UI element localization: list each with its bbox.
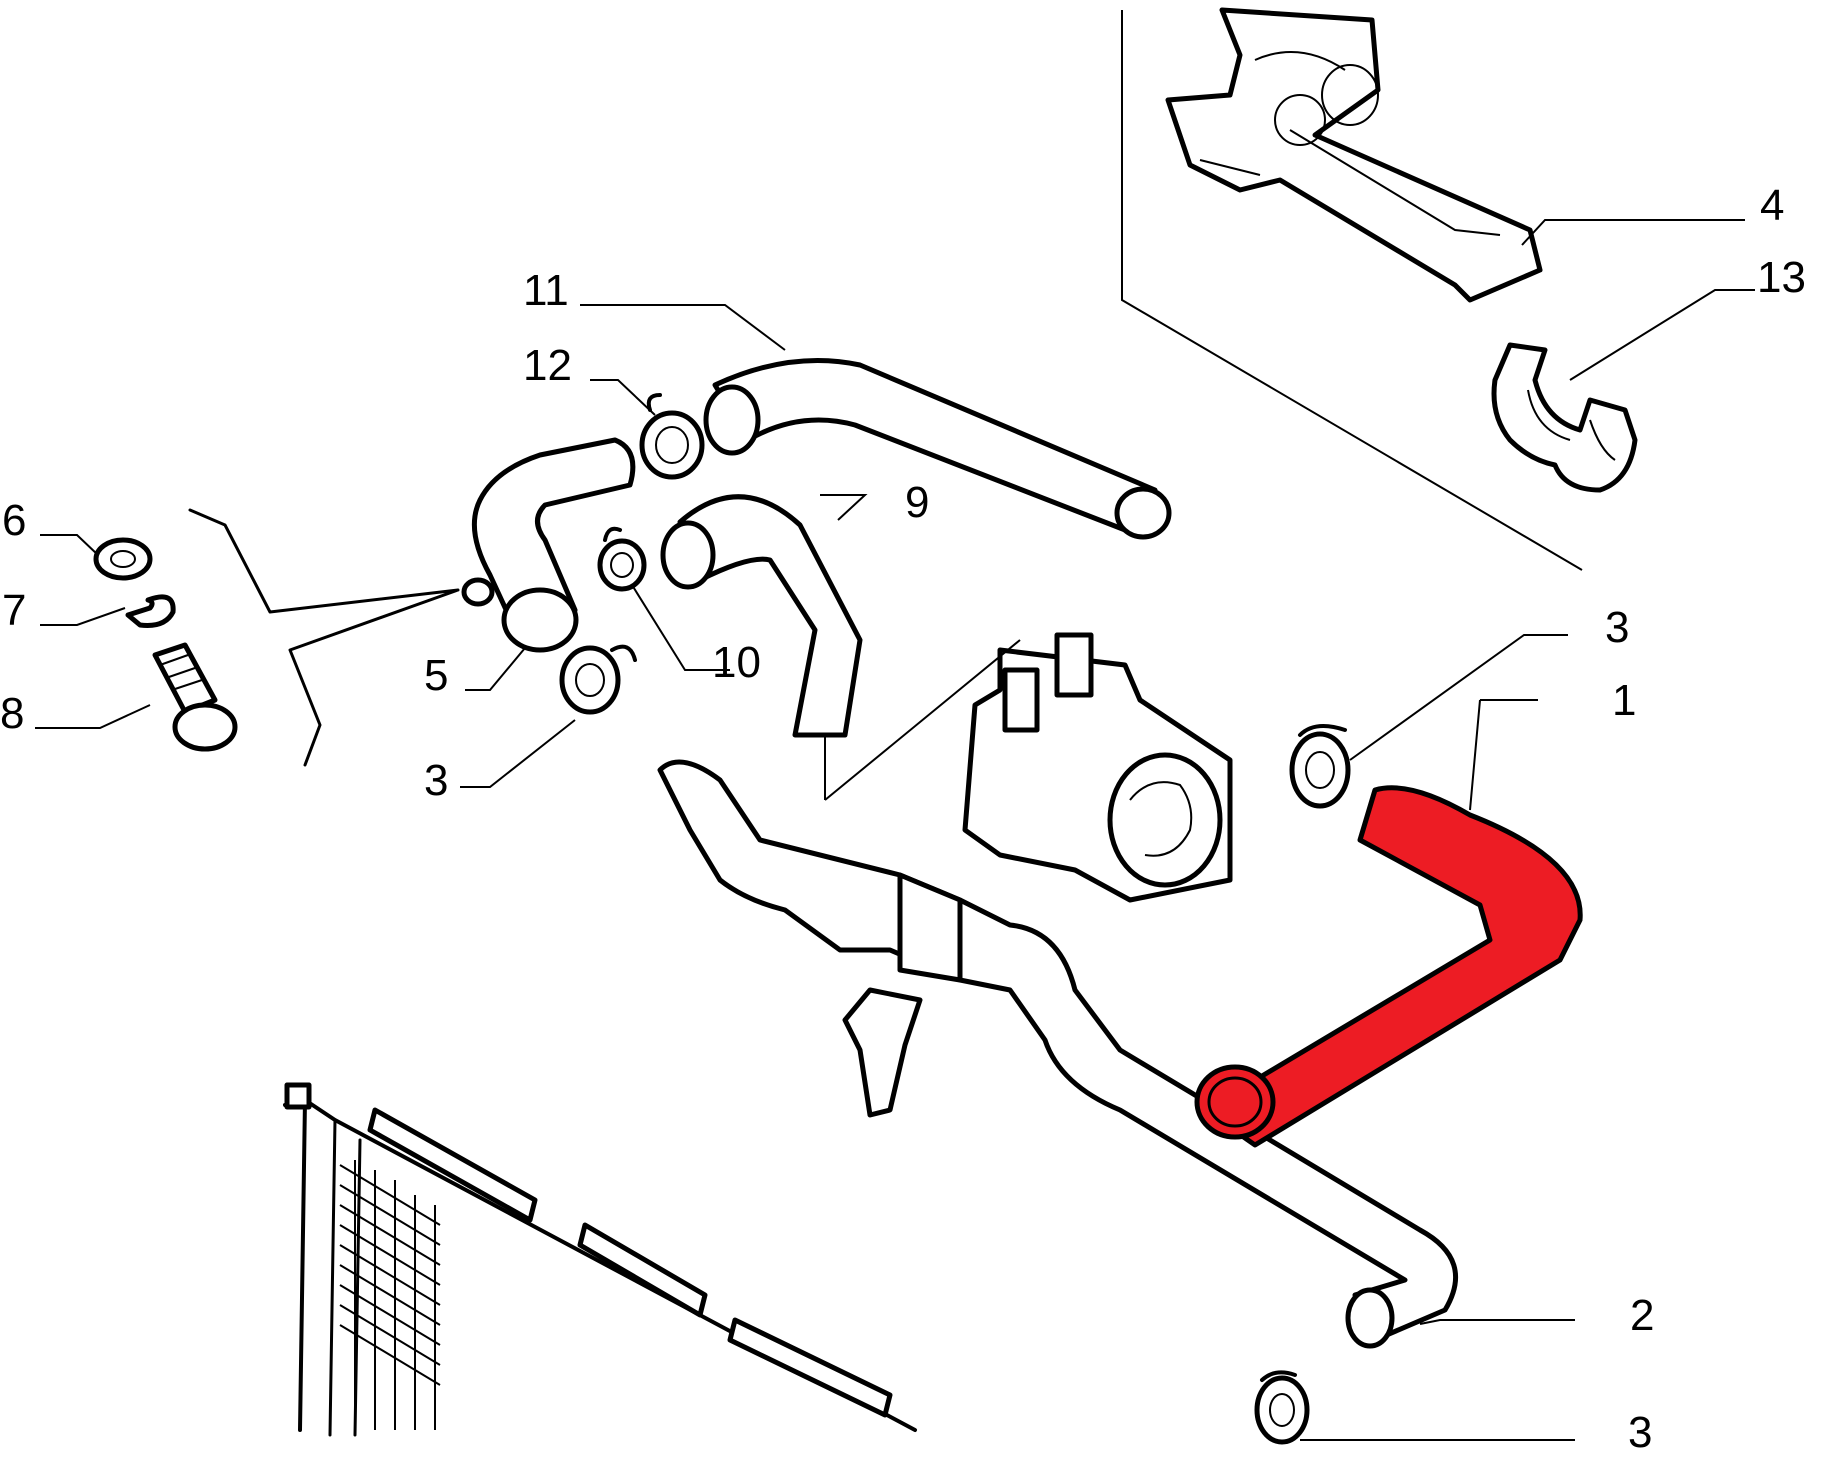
label-3-bottom: 3 (1628, 1408, 1652, 1457)
part-6-washer[interactable] (93, 537, 153, 581)
label-10: 10 (712, 638, 761, 687)
label-1: 1 (1612, 676, 1636, 725)
part-11-hose[interactable] (703, 358, 1172, 540)
leader-lines (35, 219, 1755, 1441)
part-9-hose[interactable] (660, 494, 863, 800)
label-5: 5 (424, 651, 448, 700)
part-1-end-inner (1207, 1076, 1263, 1128)
part-2-hose[interactable] (657, 759, 1459, 1349)
callout-labels: 1 2 3 3 3 4 5 6 7 8 9 10 11 12 13 (0, 181, 1806, 1457)
part-10-clamp[interactable] (597, 526, 647, 592)
label-9: 9 (905, 478, 929, 527)
label-2: 2 (1630, 1291, 1654, 1340)
part-1-body[interactable] (1202, 785, 1583, 1148)
part-3-clamp-bottom[interactable] (1254, 1370, 1310, 1445)
label-13: 13 (1757, 253, 1806, 302)
part-3-clamp-left[interactable] (559, 644, 637, 715)
label-12: 12 (523, 341, 572, 390)
label-11: 11 (523, 266, 569, 315)
part-3-clamp-upper-right[interactable] (1289, 724, 1351, 809)
label-6: 6 (2, 496, 26, 545)
radiator (283, 1082, 917, 1437)
label-4: 4 (1760, 181, 1784, 230)
label-3-upper-right: 3 (1605, 603, 1629, 652)
thermostat-housing (824, 632, 1233, 903)
label-7: 7 (2, 586, 26, 635)
inset-divider (1121, 10, 1583, 571)
part-7-clip[interactable] (125, 594, 176, 628)
part-12-clamp[interactable] (639, 393, 705, 480)
part-8-bolt[interactable] (152, 642, 238, 752)
part-13-clip[interactable] (1491, 342, 1638, 493)
part-4-bracket[interactable] (1165, 7, 1543, 303)
part-1-hose[interactable] (1194, 785, 1583, 1148)
mount-lines (188, 508, 460, 767)
part-5-elbow[interactable] (461, 437, 636, 653)
label-8: 8 (0, 689, 24, 738)
label-3-left: 3 (424, 756, 448, 805)
